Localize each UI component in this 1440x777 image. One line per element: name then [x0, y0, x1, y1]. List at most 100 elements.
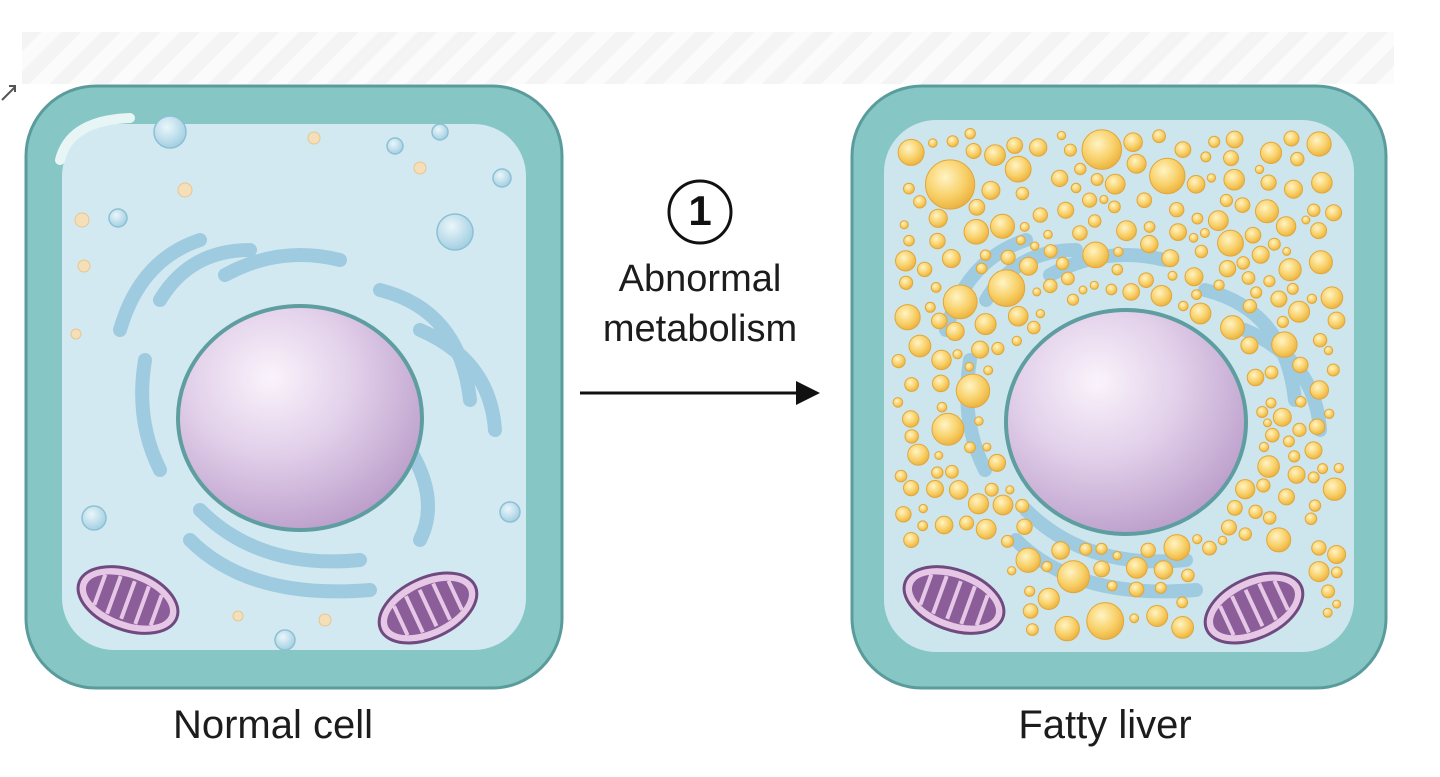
header-band: [22, 32, 1394, 84]
lipid-droplet: [1143, 221, 1156, 233]
lipid-droplet: [1066, 293, 1080, 306]
lipid-droplet: [1019, 221, 1030, 232]
step-circle: [667, 179, 733, 245]
lipid-droplet: [1078, 285, 1088, 295]
lipid-droplet: [1095, 542, 1108, 555]
lipid-droplet: [965, 143, 982, 159]
lipid-droplet: [1330, 566, 1343, 579]
lipid-droplet: [945, 321, 965, 341]
lipid-droplet: [1176, 596, 1189, 609]
lipid-droplet: [1054, 615, 1080, 642]
lipid-droplet: [1015, 235, 1026, 246]
lipid-droplet: [1057, 201, 1075, 219]
lipid-droplet: [904, 377, 919, 392]
lipid-droplet: [1081, 129, 1123, 170]
lipid-droplet: [1140, 234, 1159, 254]
lipid-droplet: [1163, 534, 1191, 561]
lipid-droplet: [913, 195, 927, 209]
lipid-droplet: [1217, 229, 1244, 257]
lipid-droplet: [1192, 534, 1203, 545]
lipid-droplet: [925, 159, 976, 210]
expand-icon[interactable]: [0, 80, 20, 102]
lipid-droplet: [928, 138, 938, 148]
lipid-droplet: [1278, 488, 1295, 506]
lipid-droplet: [981, 180, 1001, 200]
lipid-droplet: [1259, 141, 1283, 164]
vesicles: [81, 115, 521, 651]
lipid-droplet: [1308, 561, 1330, 583]
lipid-droplet: [1056, 130, 1067, 141]
lipid-droplet: [952, 349, 963, 360]
lipid-droplet: [1089, 280, 1099, 290]
lipid-droplet: [1086, 602, 1125, 640]
lipid-droplet: [1312, 333, 1328, 348]
lipid-droplet: [1241, 271, 1256, 285]
lipid-droplet: [929, 232, 946, 250]
lipid-droplet: [1015, 498, 1030, 513]
lipid-droplet: [1271, 331, 1298, 358]
lipid-droplet: [1287, 465, 1306, 484]
lipid-droplet: [1244, 226, 1262, 244]
lipid-droplet: [1322, 477, 1347, 501]
lipid-droplet: [1258, 441, 1270, 453]
lipid-droplet: [1321, 584, 1336, 599]
lipid-droplet: [1292, 422, 1307, 437]
lipid-droplet: [1240, 336, 1259, 355]
lipid-droplet: [936, 401, 948, 413]
lipid-droplet: [1223, 168, 1245, 191]
lipid-droplet: [1317, 463, 1329, 475]
lipid-droplet: [1171, 616, 1194, 639]
lipid-droplet: [945, 464, 959, 479]
lipid-droplet: [1111, 263, 1124, 276]
lipid-droplet: [964, 441, 976, 454]
lipid-droplet: [959, 515, 975, 531]
lipid-droplet: [991, 341, 1005, 356]
lipid-droplet: [1161, 249, 1180, 268]
lipid-droplet: [1116, 220, 1137, 242]
membrane-highlight: [55, 113, 135, 165]
lipid-droplet: [1082, 241, 1110, 269]
lipid-droplet: [1104, 173, 1126, 195]
lipid-droplet: [1219, 193, 1234, 208]
lipid-droplet: [928, 208, 948, 228]
lipid-droplet: [1327, 545, 1347, 564]
lipid-droplet: [1178, 300, 1189, 312]
lipid-droplet: [1032, 287, 1042, 297]
lipid-droplets: [891, 128, 1347, 642]
lipid-droplet: [1090, 173, 1104, 186]
lipid-droplet: [1093, 560, 1111, 578]
lipid-droplet: [963, 219, 990, 245]
lipid-droplet: [1169, 223, 1187, 242]
lipid-droplet: [992, 494, 1014, 516]
lipid-droplet: [1218, 260, 1237, 278]
lipid-droplet: [982, 442, 992, 452]
lipid-droplet: [1235, 479, 1256, 500]
lipid-droplet: [1332, 599, 1342, 609]
lipid-droplet: [1282, 246, 1292, 256]
lipid-droplet: [1154, 581, 1167, 594]
lipid-droplet: [1186, 175, 1206, 194]
mitochondrion: [377, 571, 479, 645]
lipid-droplet: [1308, 250, 1333, 275]
lipid-droplet: [1270, 290, 1288, 308]
lipid-droplet: [903, 234, 915, 247]
lipid-droplet: [1236, 256, 1250, 270]
lipid-droplet: [1276, 315, 1290, 328]
lipid-droplet: [1225, 130, 1244, 149]
lipid-droplet: [1307, 471, 1320, 484]
lipid-droplet: [1029, 138, 1048, 157]
lipid-droplet: [1200, 151, 1212, 163]
step-caption-line2: metabolism: [602, 308, 798, 350]
lipid-droplet: [1306, 131, 1332, 157]
lipid-droplet: [1026, 623, 1039, 636]
lipid-droplet: [1022, 603, 1039, 619]
mitochondrion: [76, 565, 180, 635]
lipid-droplet: [1238, 527, 1253, 541]
lipid-droplet: [1191, 212, 1204, 225]
lipid-droplet: [1263, 418, 1272, 428]
endoplasmic-reticulum: [113, 233, 502, 599]
lipid-droplet: [1266, 527, 1292, 553]
lipid-droplet: [1208, 135, 1221, 148]
lipid-droplet: [1024, 585, 1036, 597]
lipid-droplet: [1122, 283, 1140, 301]
